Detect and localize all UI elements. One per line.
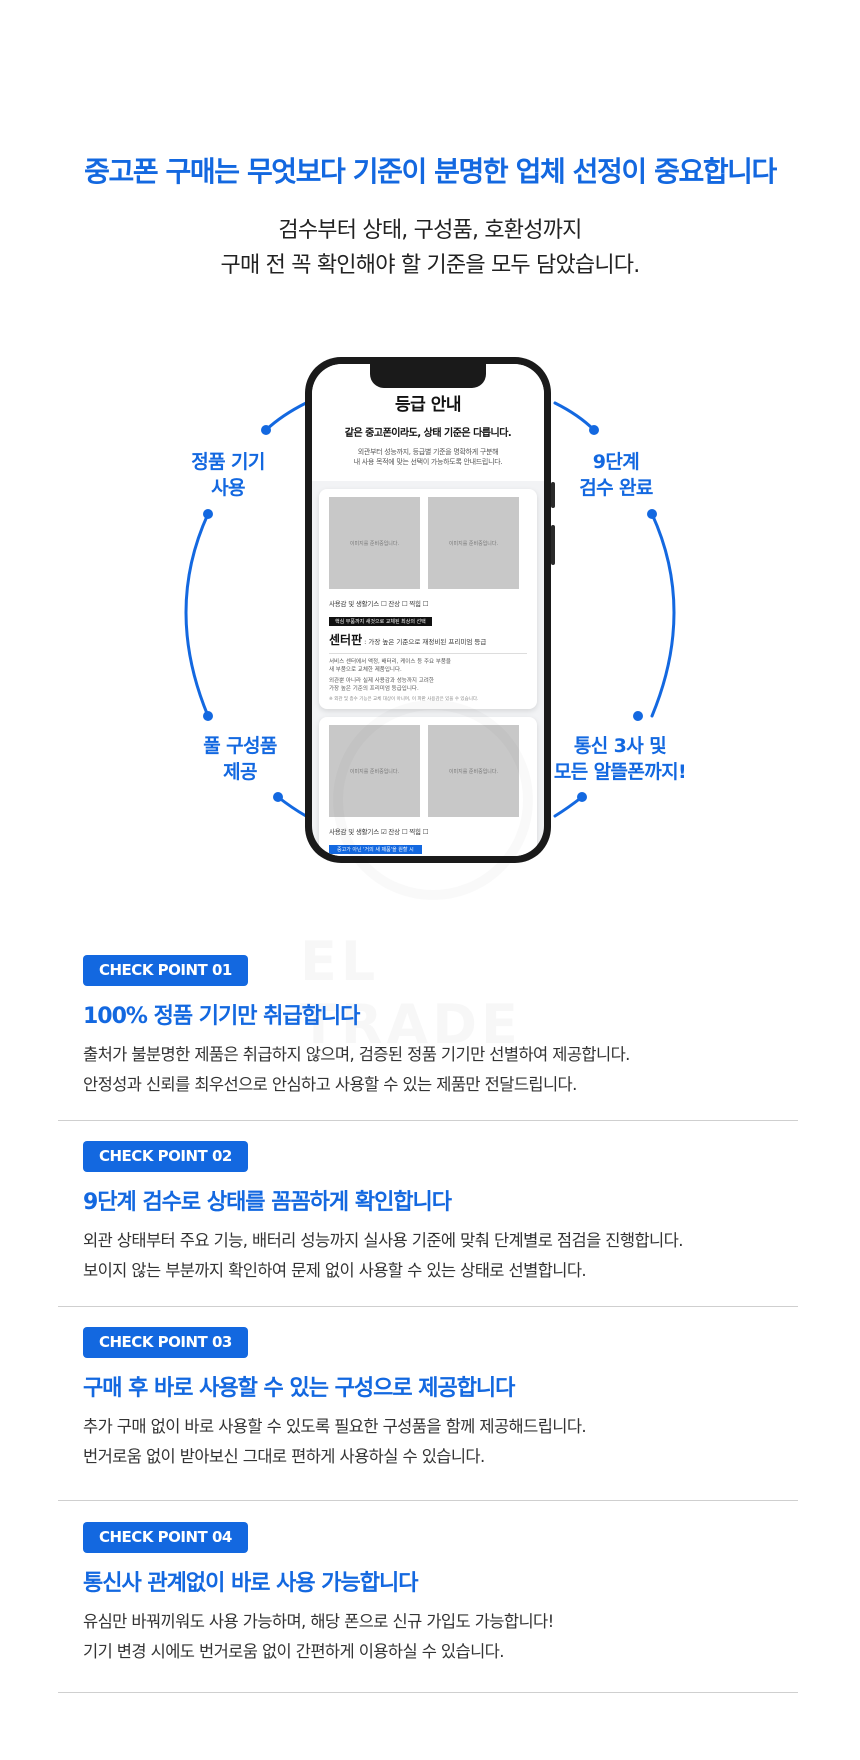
- grade-badge: 중고가 아닌 '거의 새 제품'을 원할 시: [329, 845, 422, 854]
- ring-arc-bottom-right: [553, 795, 584, 818]
- check-point-title: 통신사 관계없이 바로 사용 가능합니다: [83, 1571, 418, 1596]
- check-point-desc-line1: 출처가 불분명한 제품은 취급하지 않으며, 검증된 정품 기기만 선별하여 제…: [83, 1045, 630, 1064]
- feature-carriers: 통신 3사 및 모든 알뜰폰까지!: [535, 733, 705, 785]
- check-point-01: CHECK POINT 01 100% 정품 기기만 취급합니다 출처가 불분명…: [58, 955, 798, 1121]
- feature-carriers-line2: 모든 알뜰폰까지!: [553, 761, 687, 783]
- check-point-03: CHECK POINT 03 구매 후 바로 사용할 수 있는 구성으로 제공합…: [58, 1327, 798, 1501]
- ring-arc-top-left: [264, 401, 308, 432]
- feature-carriers-line1: 통신 3사 및: [573, 735, 667, 757]
- phone-notch: [370, 364, 486, 388]
- grade-name: 센터판: [329, 633, 363, 647]
- feature-inspection-line1: 9단계: [592, 451, 640, 473]
- check-point-desc-line1: 유심만 바꿔끼워도 사용 가능하며, 해당 폰으로 신규 가입도 가능합니다!: [83, 1612, 554, 1631]
- grade-detail: 서비스 센터에서 액정, 배터리, 케이스 등 주요 부품을 새 부품으로 교체…: [329, 658, 527, 693]
- check-point-desc: 유심만 바꿔끼워도 사용 가능하며, 해당 폰으로 신규 가입도 가능합니다! …: [83, 1607, 798, 1667]
- grade-card-second: 이미지를 준비중입니다. 이미지를 준비중입니다. 사용감 및 생활기스 ☑ 잔…: [319, 717, 537, 856]
- ring-arc-left: [184, 512, 210, 718]
- ring-arc-right: [650, 512, 676, 718]
- feature-inspection-line2: 검수 완료: [579, 477, 653, 499]
- image-placeholder: 이미지를 준비중입니다.: [428, 725, 519, 817]
- check-point-title: 9단계 검수로 상태를 꼼꼼하게 확인합니다: [83, 1190, 452, 1215]
- hero-title: 중고폰 구매는 무엇보다 기준이 분명한 업체 선정이 중요합니다: [84, 155, 777, 188]
- feature-genuine-line2: 사용: [211, 477, 245, 499]
- ring-dot: [203, 509, 213, 519]
- hero-subtitle-line2: 구매 전 꼭 확인해야 할 기준을 모두 담았습니다.: [220, 253, 641, 278]
- feature-components: 풀 구성품 제공: [160, 733, 320, 785]
- check-point-desc-line2: 보이지 않는 부분까지 확인하여 문제 없이 사용할 수 있는 상태로 선별합니…: [83, 1261, 587, 1280]
- ring-dot: [273, 792, 283, 802]
- condition-checks: 사용감 및 생활기스 ☑ 잔상 ☐ 찍힘 ☐: [329, 828, 429, 836]
- grade-detail-line2: 새 부품으로 교체한 제품입니다.: [329, 667, 402, 673]
- grade-guide-title: 등급 안내: [395, 395, 461, 415]
- feature-components-line2: 제공: [223, 761, 257, 783]
- grade-desc: : 가장 높은 기준으로 재정비된 프리미엄 등급: [364, 638, 487, 646]
- grade-card-center: 이미지를 준비중입니다. 이미지를 준비중입니다. 사용감 및 생활기스 ☐ 잔…: [319, 489, 537, 709]
- phone-mockup: 등급 안내 같은 중고폰이라도, 상태 기준은 다릅니다. 외관부터 성능까지,…: [305, 357, 551, 863]
- card-divider: [329, 653, 527, 654]
- check-point-desc-line2: 번거로움 없이 받아보신 그대로 편하게 사용하실 수 있습니다.: [83, 1447, 485, 1466]
- check-point-desc-line2: 기기 변경 시에도 번거로움 없이 간편하게 이용하실 수 있습니다.: [83, 1642, 504, 1661]
- ring-dot: [589, 425, 599, 435]
- grade-note: ※ 외관 및 층수 기능은 교체 대상이 아니며, 이 파판 사용감은 있을 수…: [329, 697, 479, 702]
- check-point-desc-line1: 추가 구매 없이 바로 사용할 수 있도록 필요한 구성품을 함께 제공해드립니…: [83, 1417, 587, 1436]
- feature-genuine-line1: 정품 기기: [191, 451, 265, 473]
- grade-guide-desc-line1: 외관부터 성능까지, 등급별 기준을 명확하게 구분해: [357, 448, 499, 456]
- feature-components-line1: 풀 구성품: [203, 735, 277, 757]
- grade-name-row: 센터판: 가장 높은 기준으로 재정비된 프리미엄 등급: [329, 631, 527, 648]
- grade-badge: 핵심 부품까지 새것으로 교체된 최상의 선택: [329, 617, 432, 626]
- grade-guide-subtitle: 같은 중고폰이라도, 상태 기준은 다릅니다.: [344, 428, 512, 439]
- phone-side-button: [551, 525, 555, 565]
- ring-dot: [577, 792, 587, 802]
- check-point-title: 100% 정품 기기만 취급합니다: [83, 1004, 360, 1029]
- ring-arc-top-right: [553, 401, 596, 432]
- phone-screen: 등급 안내 같은 중고폰이라도, 상태 기준은 다릅니다. 외관부터 성능까지,…: [312, 364, 544, 856]
- check-point-badge: CHECK POINT 01: [83, 955, 248, 986]
- phone-side-button: [551, 482, 555, 508]
- grade-detail-line1: 서비스 센터에서 액정, 배터리, 케이스 등 주요 부품을: [329, 659, 451, 665]
- check-point-desc: 추가 구매 없이 바로 사용할 수 있도록 필요한 구성품을 함께 제공해드립니…: [83, 1412, 798, 1472]
- check-point-desc: 출처가 불분명한 제품은 취급하지 않으며, 검증된 정품 기기만 선별하여 제…: [83, 1040, 798, 1100]
- hero-subtitle: 검수부터 상태, 구성품, 호환성까지 구매 전 꼭 확인해야 할 기준을 모두…: [0, 213, 860, 283]
- ring-dot: [203, 711, 213, 721]
- image-placeholder: 이미지를 준비중입니다.: [329, 725, 420, 817]
- ring-dot: [647, 509, 657, 519]
- check-point-desc-line1: 외관 상태부터 주요 기능, 배터리 성능까지 실사용 기준에 맞춰 단계별로 …: [83, 1231, 683, 1250]
- check-point-desc-line2: 안정성과 신뢰를 최우선으로 안심하고 사용할 수 있는 제품만 전달드립니다.: [83, 1075, 577, 1094]
- grade-guide-desc-line2: 내 사용 목적에 맞는 선택이 가능하도록 안내드립니다.: [353, 458, 503, 466]
- grade-guide-desc: 외관부터 성능까지, 등급별 기준을 명확하게 구분해 내 사용 목적에 맞는 …: [322, 447, 534, 467]
- feature-inspection: 9단계 검수 완료: [536, 449, 696, 501]
- check-point-04: CHECK POINT 04 통신사 관계없이 바로 사용 가능합니다 유심만 …: [58, 1522, 798, 1693]
- image-placeholder: 이미지를 준비중입니다.: [428, 497, 519, 589]
- ring-dot: [261, 425, 271, 435]
- watermark-emblem: [333, 700, 533, 900]
- image-placeholder: 이미지를 준비중입니다.: [329, 497, 420, 589]
- ring-arc-bottom-left: [276, 795, 308, 818]
- condition-checks: 사용감 및 생활기스 ☐ 잔상 ☐ 찍힘 ☐: [329, 600, 429, 608]
- check-point-badge: CHECK POINT 02: [83, 1141, 248, 1172]
- ring-dot: [633, 711, 643, 721]
- check-point-badge: CHECK POINT 03: [83, 1327, 248, 1358]
- check-point-desc: 외관 상태부터 주요 기능, 배터리 성능까지 실사용 기준에 맞춰 단계별로 …: [83, 1226, 798, 1286]
- feature-genuine: 정품 기기 사용: [148, 449, 308, 501]
- hero-subtitle-line1: 검수부터 상태, 구성품, 호환성까지: [278, 218, 582, 243]
- check-point-02: CHECK POINT 02 9단계 검수로 상태를 꼼꼼하게 확인합니다 외관…: [58, 1141, 798, 1307]
- grade-detail-line4: 가장 높은 기준의 프리미엄 등급입니다.: [329, 686, 419, 692]
- check-point-title: 구매 후 바로 사용할 수 있는 구성으로 제공합니다: [83, 1376, 515, 1401]
- check-point-badge: CHECK POINT 04: [83, 1522, 248, 1553]
- grade-detail-line3: 외관뿐 아니라 실제 사용감과 성능까지 고려한: [329, 678, 434, 684]
